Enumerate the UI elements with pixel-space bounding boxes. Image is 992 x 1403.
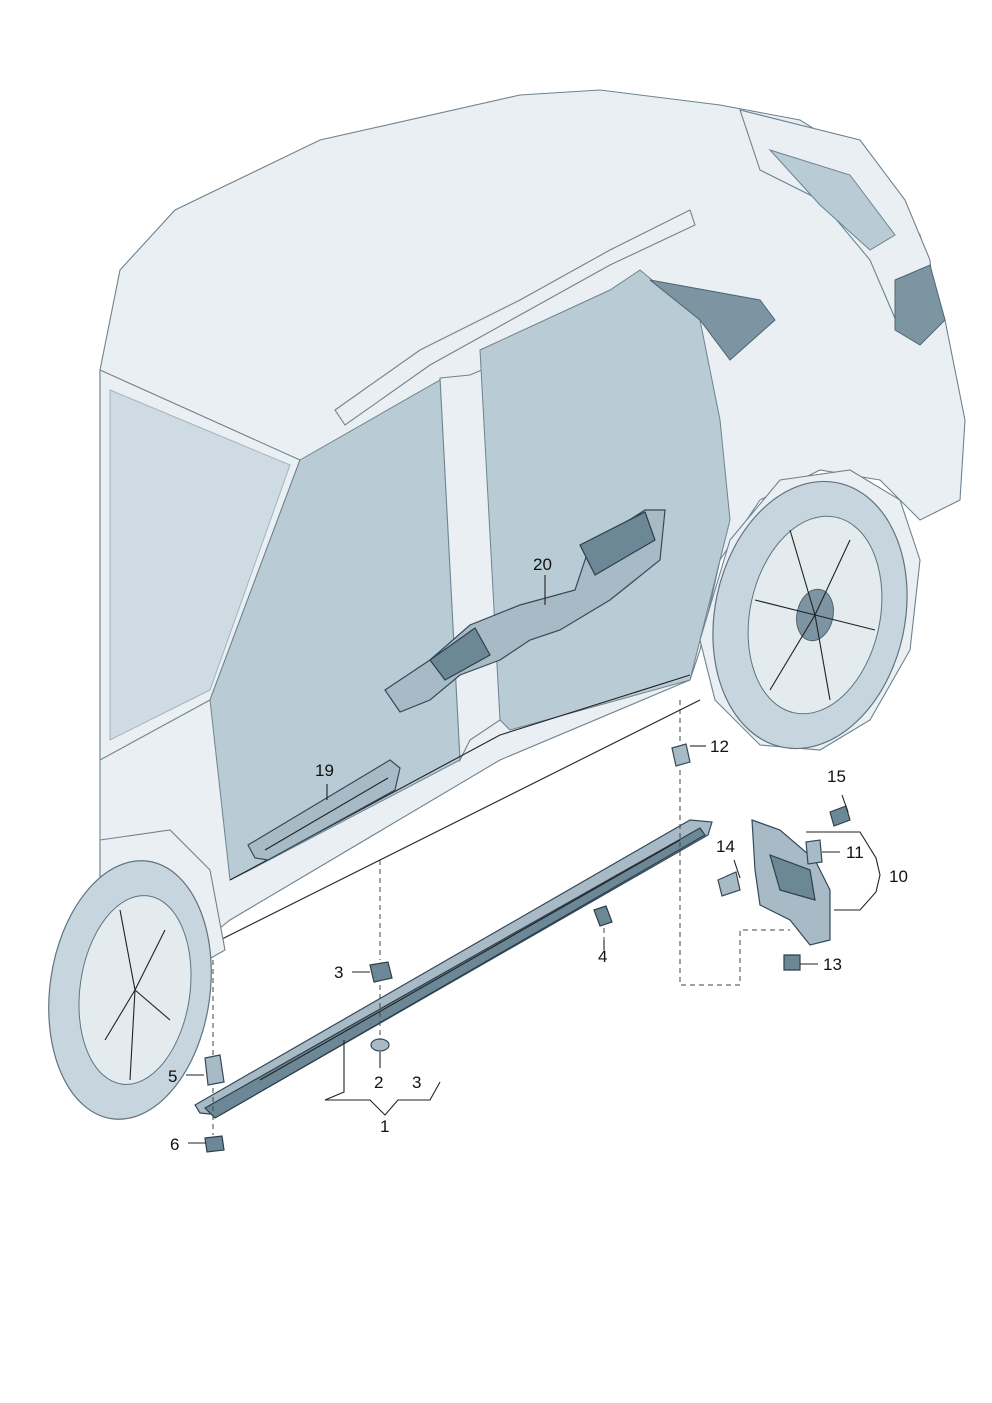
callout-13: 13 bbox=[823, 955, 842, 974]
rear-wheel bbox=[699, 469, 921, 751]
callouts: 20 19 12 15 11 14 10 13 4 3 2 3 1 5 6 bbox=[168, 555, 908, 1154]
rear-sill-trim-part bbox=[384, 509, 666, 713]
front-wheel bbox=[48, 860, 212, 1120]
callout-11: 11 bbox=[846, 843, 864, 862]
leader-lines bbox=[186, 575, 881, 1144]
callout-12: 12 bbox=[710, 737, 729, 756]
callout-4: 4 bbox=[598, 947, 607, 966]
callout-6: 6 bbox=[170, 1135, 179, 1154]
vehicle-body bbox=[99, 89, 966, 991]
callout-10: 10 bbox=[889, 867, 908, 886]
callout-14: 14 bbox=[716, 837, 735, 856]
side-sill-panel-part bbox=[194, 819, 713, 1119]
bracket-assembly-part bbox=[751, 819, 831, 946]
callout-2: 2 bbox=[374, 1073, 383, 1092]
callout-3-nut: 3 bbox=[334, 963, 343, 982]
callout-19: 19 bbox=[315, 761, 334, 780]
fasteners bbox=[204, 743, 851, 1153]
callout-3-bracket: 3 bbox=[412, 1073, 421, 1092]
callout-5: 5 bbox=[168, 1067, 177, 1086]
callout-15: 15 bbox=[827, 767, 846, 786]
callout-1: 1 bbox=[380, 1117, 389, 1136]
callout-20: 20 bbox=[533, 555, 552, 574]
front-sill-plate-part bbox=[247, 759, 401, 861]
